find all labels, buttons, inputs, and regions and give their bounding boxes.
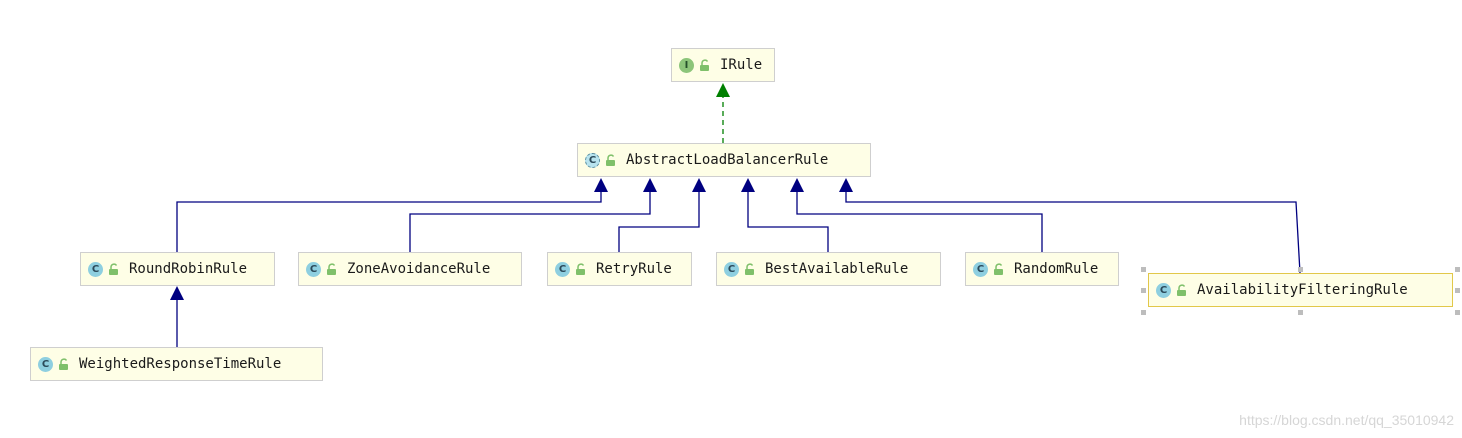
lock-icon [574, 262, 587, 276]
edge-roundrobin-arrowhead [594, 178, 608, 192]
class-icon: C [38, 356, 53, 372]
selection-handle-top-left[interactable] [1141, 267, 1146, 272]
selection-handle-bottom-right[interactable] [1455, 310, 1460, 315]
node-label: WeightedResponseTimeRule [79, 356, 282, 372]
lock-icon [1175, 283, 1188, 297]
lock-icon [698, 58, 711, 72]
node-availability-filtering-rule[interactable]: C AvailabilityFilteringRule [1148, 273, 1453, 307]
edge-random [796, 192, 1043, 252]
node-label: RetryRule [596, 261, 672, 277]
node-best-available-rule[interactable]: C BestAvailableRule [716, 252, 941, 286]
arrowhead-irule [716, 83, 730, 97]
interface-icon: I [679, 57, 694, 73]
edge-retry [618, 192, 700, 252]
class-icon: C [724, 261, 739, 277]
edge-availability [845, 192, 1301, 274]
node-label: AvailabilityFilteringRule [1197, 282, 1408, 298]
node-label: IRule [720, 57, 763, 73]
lock-icon [604, 153, 617, 167]
selection-handle-left[interactable] [1141, 288, 1146, 293]
selection-handle-top-right[interactable] [1455, 267, 1460, 272]
node-zone-avoidance-rule[interactable]: C ZoneAvoidanceRule [298, 252, 522, 286]
abstract-class-icon: C [585, 152, 600, 168]
class-icon: C [973, 261, 988, 277]
lock-icon [57, 357, 70, 371]
watermark: https://blog.csdn.net/qq_35010942 [1239, 412, 1454, 428]
node-label: RoundRobinRule [129, 261, 248, 277]
selection-handle-bottom[interactable] [1298, 310, 1303, 315]
selection-handle-bottom-left[interactable] [1141, 310, 1146, 315]
edge-availability-arrowhead [839, 178, 853, 192]
lock-icon [325, 262, 338, 276]
class-icon: C [555, 261, 570, 277]
node-abstract-load-balancer-rule[interactable]: C AbstractLoadBalancerRule [577, 143, 871, 177]
edge-roundrobin [176, 192, 602, 252]
node-random-rule[interactable]: C RandomRule [965, 252, 1119, 286]
edge-best [747, 192, 829, 252]
node-irule[interactable]: I IRule [671, 48, 775, 82]
node-round-robin-rule[interactable]: C RoundRobinRule [80, 252, 275, 286]
edge-best-arrowhead [741, 178, 755, 192]
lock-icon [743, 262, 756, 276]
node-label: AbstractLoadBalancerRule [626, 152, 829, 168]
class-icon: C [1156, 282, 1171, 298]
node-retry-rule[interactable]: C RetryRule [547, 252, 692, 286]
edge-retry-arrowhead [692, 178, 706, 192]
edge-zone-arrowhead [643, 178, 657, 192]
edge-random-arrowhead [790, 178, 804, 192]
selection-handle-right[interactable] [1455, 288, 1460, 293]
lock-icon [992, 262, 1005, 276]
class-icon: C [306, 261, 321, 277]
edge-weighted-arrowhead [170, 286, 184, 300]
edge-zone [409, 192, 651, 252]
node-label: ZoneAvoidanceRule [347, 261, 491, 277]
selection-handle-top[interactable] [1298, 267, 1303, 272]
node-weighted-response-time-rule[interactable]: C WeightedResponseTimeRule [30, 347, 323, 381]
node-label: BestAvailableRule [765, 261, 909, 277]
lock-icon [107, 262, 120, 276]
class-icon: C [88, 261, 103, 277]
node-label: RandomRule [1014, 261, 1099, 277]
